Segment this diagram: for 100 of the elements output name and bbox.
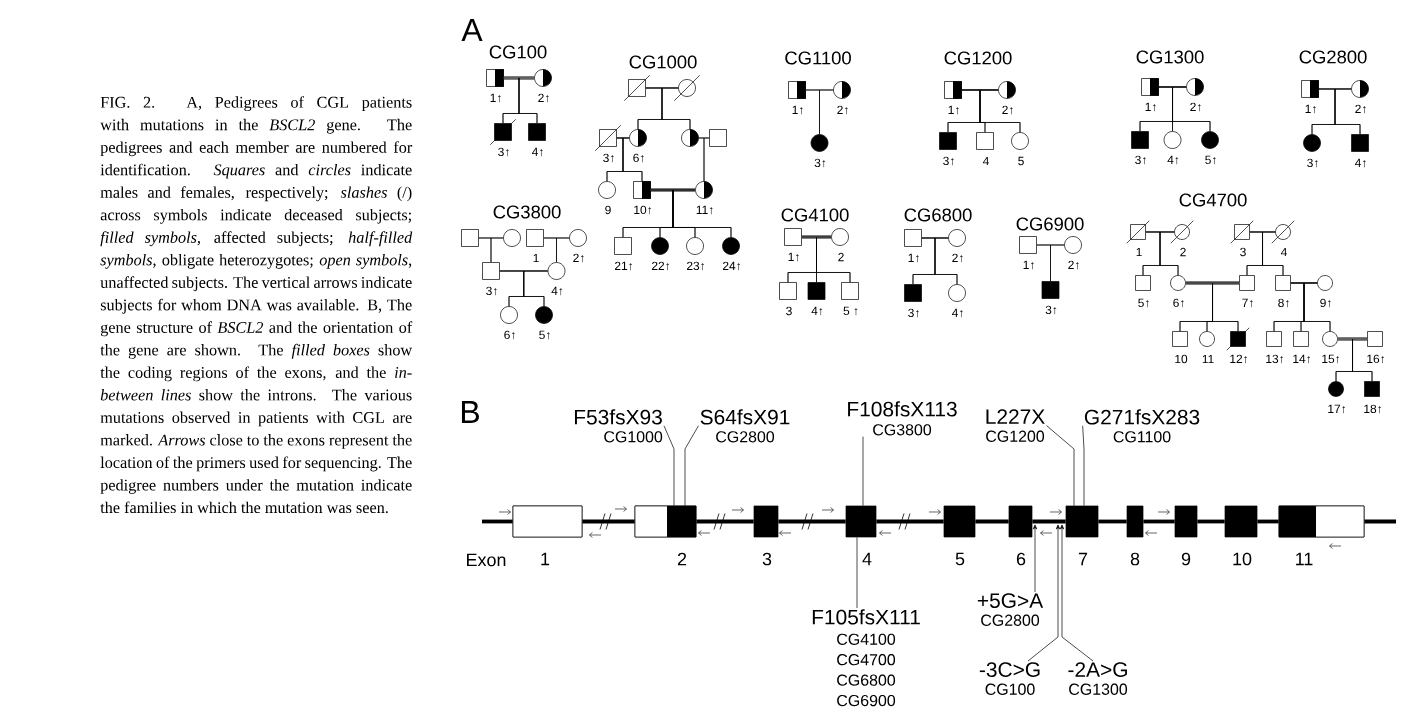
member-number: 10	[1175, 354, 1188, 364]
leader-line	[663, 425, 675, 506]
exon-number: 6	[1016, 552, 1026, 566]
pedigree-title: CG1300	[1136, 50, 1204, 64]
pedigree-title: CG1100	[785, 51, 851, 65]
member-number: 1	[1136, 247, 1142, 257]
member-number: 11	[1202, 354, 1214, 364]
member-number: 2	[1180, 247, 1186, 257]
member-number: 5 ↑	[843, 306, 858, 316]
mutation-label: -2A>G CG1300	[1068, 662, 1128, 695]
member-number: 21↑	[614, 261, 633, 271]
descent-line	[1050, 244, 1065, 282]
member-number: 4↑	[551, 286, 563, 296]
descent-line	[1212, 282, 1240, 332]
member-number: 1↑	[792, 105, 803, 115]
exon-number: 2	[677, 552, 687, 566]
leader-line	[862, 436, 864, 506]
pedigree-square	[623, 74, 651, 102]
member-number: 5↑	[1205, 155, 1216, 165]
member-number: 2↑	[1068, 260, 1079, 270]
intron-line	[778, 519, 846, 524]
descent-line	[934, 237, 958, 285]
descent-line	[490, 237, 504, 263]
member-number: 22↑	[651, 261, 670, 271]
member-number: 6↑	[1173, 298, 1184, 308]
intron-line	[1098, 519, 1127, 524]
member-number: 8↑	[1278, 298, 1289, 308]
intron-line	[975, 519, 1009, 524]
member-number: 2↑	[1190, 102, 1201, 112]
member-number: 6↑	[504, 330, 515, 340]
member-number: 2↑	[952, 253, 963, 263]
exon-number: 5	[955, 552, 965, 566]
member-number: 1↑	[1145, 102, 1156, 112]
member-number: 2↑	[1002, 105, 1013, 115]
pedigree-circle	[673, 74, 701, 102]
caption: FIG. 2. A, Pedigrees of CGL patients with mutations in the BSCL2 gene. The pedigrees and each member are numbered for identification. Squares and circles indicate males and females, respectively; slashes (/) across symbols indicate deceased subjects; filled symbols, affected subjects; half-filled symbols, obligate heterozygotes; open symbols, unaffected subjects. The vertical arrows indicate subjects for whom DNA was available. B, The gene structure of BSCL2 and the orientation of the gene are shown. The filled boxes show the coding regions of the exons, and the in-between lines show the introns. The various mutations observed in patients with CGL are marked. Arrows close to the exons represent the location of the primers used for sequencing. The pedigree numbers under the mutation indicate the families in which the mutation was seen.	[100, 96, 413, 514]
pedigree-title: CG4700	[1179, 193, 1247, 207]
mutation-label: -3C>G CG100	[979, 662, 1040, 695]
pedigree-title: CG6900	[1016, 217, 1084, 231]
member-number: 18↑	[1364, 404, 1382, 414]
member-number: 3↑	[486, 286, 497, 296]
member-number: 5	[1018, 156, 1024, 166]
member-number: 14↑	[1293, 354, 1311, 364]
exon-number: 4	[862, 552, 872, 566]
descent-line	[979, 89, 1021, 133]
member-number: 24↑	[722, 261, 741, 271]
member-number: 16↑	[1367, 354, 1385, 364]
pedigree-square	[709, 129, 727, 147]
intron-line	[1032, 519, 1066, 524]
exon-number: 3	[762, 552, 772, 566]
pedigree-circle	[681, 129, 699, 147]
member-number: 4↑	[811, 306, 823, 316]
member-number: 7↑	[1242, 298, 1253, 308]
mutation-label: S64fsX91 CG2800	[700, 409, 790, 443]
member-number: 2↑	[1355, 104, 1366, 114]
exon-number: 1	[541, 552, 550, 566]
leader-arrow	[1059, 524, 1094, 662]
member-number: 3↑	[498, 147, 509, 157]
mutation-label: L227X CG1200	[986, 409, 1045, 442]
member-number: 5↑	[1138, 298, 1149, 308]
pedigree-title: CG6800	[904, 208, 972, 222]
descent-line	[1172, 86, 1211, 132]
descent-line	[703, 137, 710, 182]
pedigree-title: CG100	[489, 45, 547, 59]
member-number: 10↑	[634, 205, 652, 215]
descent-line	[622, 137, 643, 182]
member-number: 2↑	[538, 93, 549, 103]
leader-line	[856, 537, 858, 609]
exon-number: 10	[1233, 552, 1252, 566]
leader-line	[1046, 425, 1075, 506]
intron-line	[876, 519, 944, 524]
leader-line	[684, 425, 699, 506]
descent-line	[1303, 282, 1331, 332]
descent-line	[816, 236, 851, 283]
member-number: 4↑	[1167, 155, 1179, 165]
member-number: 2	[838, 252, 844, 262]
member-number: 4	[982, 156, 989, 166]
exon-number: 8	[1130, 552, 1140, 566]
member-number: 1↑	[1305, 104, 1316, 114]
member-number: 1↑	[490, 93, 501, 103]
descent-line	[819, 89, 834, 135]
descent-line	[1159, 231, 1179, 276]
member-number: 9	[605, 205, 611, 215]
member-number: 13↑	[1266, 354, 1284, 364]
member-number: 3	[786, 306, 792, 316]
member-number: 15↑	[1322, 354, 1340, 364]
pedigree-title: CG1200	[944, 51, 1012, 65]
member-number: 5↑	[539, 330, 550, 340]
member-number: 4	[1281, 247, 1287, 257]
member-number: 9↑	[1320, 298, 1331, 308]
pedigree-circle	[503, 229, 521, 247]
exon-number: 7	[1078, 552, 1088, 566]
panel-letter: A	[461, 19, 483, 41]
mutation-label: +5G>A CG2800	[977, 593, 1044, 626]
intron-line	[1197, 519, 1225, 524]
intron-line	[1143, 519, 1175, 524]
intron-line	[1257, 519, 1279, 524]
descent-line	[1334, 88, 1361, 135]
member-number: 12↑	[1230, 354, 1248, 364]
member-number: 3↑	[603, 153, 614, 163]
